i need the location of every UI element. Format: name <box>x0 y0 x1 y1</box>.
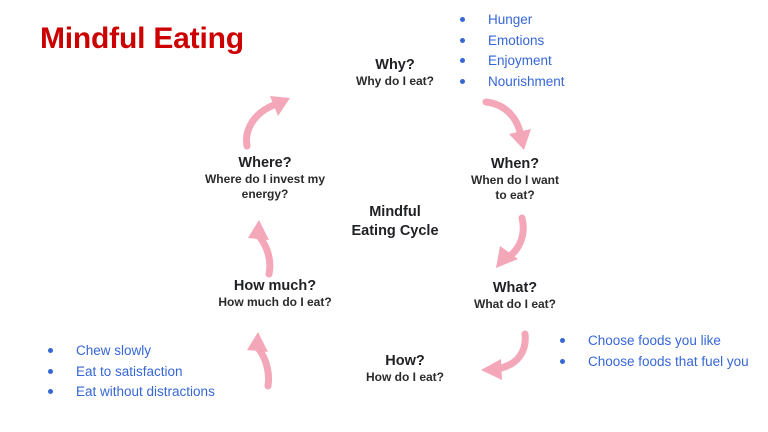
bullet-dot-icon <box>460 17 465 22</box>
cycle-node-where-title: Where? <box>238 155 292 171</box>
bullet-dot-icon <box>48 389 53 395</box>
list-item-label: Hunger <box>488 12 533 27</box>
cycle-node-why: Why? Why do I eat? <box>320 56 470 89</box>
cycle-node-where-subtitle-line2: energy? <box>241 187 289 202</box>
arrow-why-to-when <box>482 96 542 154</box>
list-item-label: Nourishment <box>488 73 565 89</box>
cycle-node-where-subtitle: Where do I invest my energy? <box>180 172 350 202</box>
cycle-node-how-much-title: How much? <box>233 278 317 294</box>
list-item: Choose foods that fuel you <box>560 352 765 372</box>
cycle-center-label-line1: Mindful <box>369 204 421 220</box>
cycle-node-where: Where? Where do I invest my energy? <box>180 154 350 202</box>
cycle-node-when-subtitle: When do I want to eat? <box>440 173 590 203</box>
cycle-center-label-line2: Eating Cycle <box>351 222 439 239</box>
list-item: Hunger <box>460 10 660 30</box>
list-item-label: Choose foods you like <box>588 333 721 348</box>
list-item: Enjoyment <box>460 51 660 71</box>
bullet-dot-icon <box>560 338 565 343</box>
arrow-where-to-why <box>238 92 300 150</box>
bullet-dot-icon <box>460 78 465 84</box>
list-item-label: Emotions <box>488 32 545 48</box>
list-item-label: Eat without distractions <box>76 384 215 400</box>
cycle-node-when-subtitle-line2: to eat? <box>495 188 535 203</box>
list-item-label: Choose foods that fuel you <box>588 353 749 369</box>
cycle-center-label: Mindful Eating Cycle <box>325 203 465 241</box>
cycle-node-when: When? When do I want to eat? <box>440 155 590 203</box>
cycle-node-where-subtitle-line1: Where do I invest my <box>204 172 326 187</box>
bullet-dot-icon <box>48 368 53 374</box>
list-item-label: Eat to satisfaction <box>76 363 183 379</box>
arrow-how-much-to-where <box>238 218 286 278</box>
arrow-how-to-how-much <box>238 330 286 390</box>
list-item-label: Enjoyment <box>488 53 552 69</box>
list-item: Chew slowly <box>48 341 278 361</box>
list-item-label: Chew slowly <box>76 343 152 358</box>
arrow-what-to-how <box>473 330 535 382</box>
list-item: Eat to satisfaction <box>48 362 278 382</box>
cycle-node-how-subtitle-line1: How do I eat? <box>366 370 444 385</box>
cycle-node-why-title: Why? <box>375 57 415 73</box>
list-item: Nourishment <box>460 72 660 92</box>
cycle-node-what-title: What? <box>492 280 538 296</box>
bullet-dot-icon <box>460 58 465 64</box>
list-item: Choose foods you like <box>560 331 765 351</box>
cycle-node-when-subtitle-line1: When do I want <box>471 173 559 188</box>
cycle-node-why-subtitle: Why do I eat? <box>320 74 470 89</box>
cycle-node-how-much: How much? How much do I eat? <box>190 277 360 310</box>
bullet-list-what: Choose foods you like Choose foods that … <box>560 331 765 372</box>
cycle-node-how-much-subtitle: How much do I eat? <box>190 295 360 310</box>
cycle-node-when-title: When? <box>490 156 540 172</box>
arrow-when-to-what <box>486 214 538 276</box>
cycle-node-how: How? How do I eat? <box>330 352 480 385</box>
bullet-list-how: Chew slowly Eat to satisfaction Eat with… <box>48 341 278 403</box>
list-item: Eat without distractions <box>48 382 278 402</box>
cycle-node-how-much-subtitle-line1: How much do I eat? <box>218 295 332 310</box>
bullet-dot-icon <box>560 358 565 364</box>
cycle-node-what: What? What do I eat? <box>440 279 590 312</box>
cycle-node-why-subtitle-line1: Why do I eat? <box>356 74 434 89</box>
bullet-dot-icon <box>48 348 53 353</box>
bullet-list-why: Hunger Emotions Enjoyment Nourishment <box>460 10 660 92</box>
bullet-dot-icon <box>460 37 465 43</box>
list-item: Emotions <box>460 31 660 51</box>
cycle-node-what-subtitle-line1: What do I eat? <box>474 297 556 312</box>
cycle-node-how-title: How? <box>385 353 425 369</box>
cycle-node-how-subtitle: How do I eat? <box>330 370 480 385</box>
page-title: Mindful Eating <box>40 22 244 55</box>
cycle-node-what-subtitle: What do I eat? <box>440 297 590 312</box>
